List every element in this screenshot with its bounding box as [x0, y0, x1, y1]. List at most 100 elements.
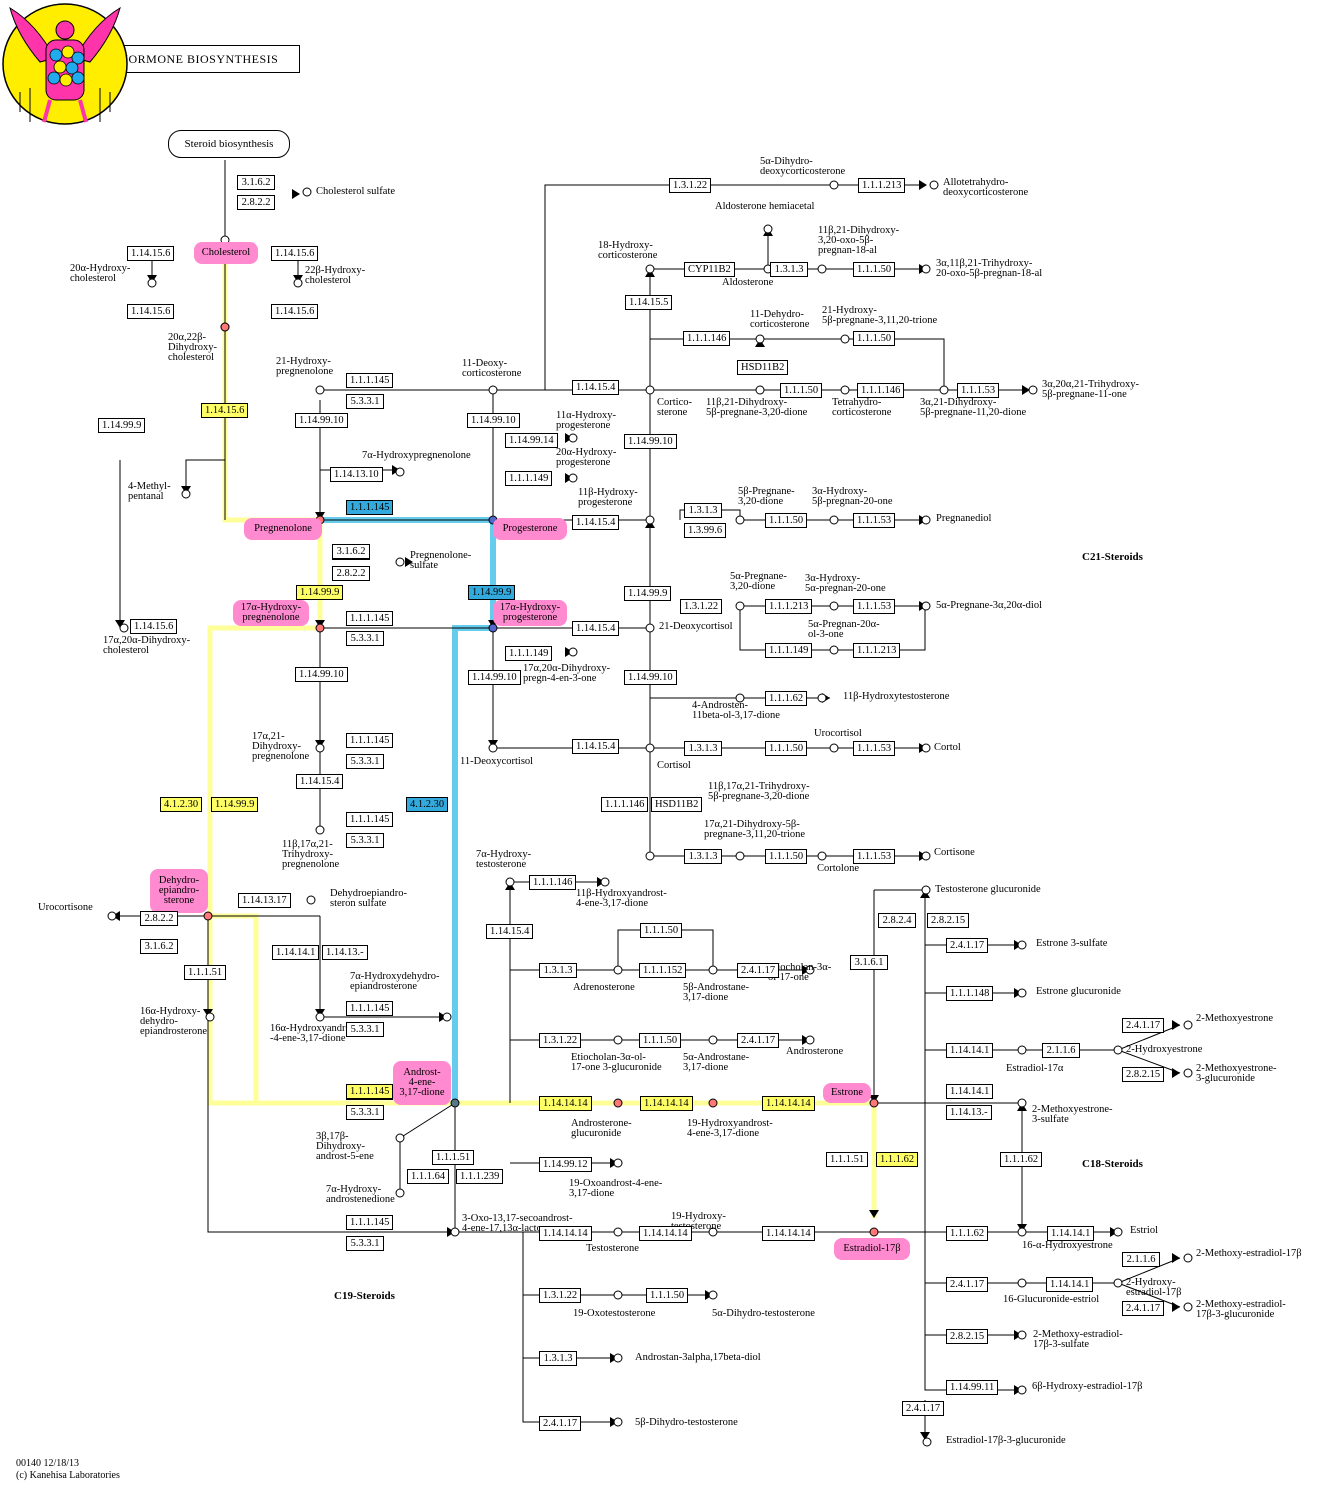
compound-node[interactable]	[921, 851, 931, 861]
compound-16-hydroxy-dehydro-epiandrosterone[interactable]: 16α-Hydroxy- dehydro- epiandrosterone	[140, 1006, 208, 1037]
enzyme-cyp11b2[interactable]: CYP11B2	[684, 262, 735, 277]
enzyme-5-3-3-1[interactable]: 5.3.3.1	[346, 833, 384, 848]
enzyme-3-1-6-1[interactable]: 3.1.6.1	[850, 955, 888, 970]
compound-androstan-3alpha-17beta-diol[interactable]: Androstan-3alpha,17beta-diol	[635, 1352, 761, 1363]
compound-hl-estradiol-17[interactable]: Estradiol-17β	[834, 1238, 910, 1260]
enzyme-1-14-99-9[interactable]: 1.14.99.9	[98, 418, 146, 433]
compound-node[interactable]	[829, 645, 839, 655]
compound-11-hydroxy-progesterone[interactable]: 11β-Hydroxy- progesterone	[578, 487, 638, 508]
enzyme-1-1-1-51[interactable]: 1.1.1.51	[826, 1152, 869, 1167]
enzyme-1-14-15-4[interactable]: 1.14.15.4	[486, 924, 534, 939]
compound-node[interactable]	[1183, 1253, 1193, 1263]
compound-cortisone[interactable]: Cortisone	[934, 847, 975, 858]
enzyme-1-1-1-145[interactable]: 1.1.1.145	[346, 733, 394, 748]
enzyme-1-14-99-10[interactable]: 1.14.99.10	[467, 413, 520, 428]
compound-node[interactable]	[708, 1227, 718, 1237]
enzyme-1-1-1-145[interactable]: 1.1.1.145	[346, 1001, 394, 1016]
enzyme-1-14-14-14[interactable]: 1.14.14.14	[539, 1226, 592, 1241]
compound-cholesterol-sulfate[interactable]: Cholesterol sulfate	[316, 186, 396, 197]
compound-18-hydroxy-corticosterone[interactable]: 18-Hydroxy- corticosterone	[598, 240, 658, 261]
enzyme-1-1-1-149[interactable]: 1.1.1.149	[505, 471, 553, 486]
enzyme-1-14-15-4[interactable]: 1.14.15.4	[296, 774, 344, 789]
enzyme-1-1-1-51[interactable]: 1.1.1.51	[432, 1150, 475, 1165]
compound-node[interactable]	[829, 515, 839, 525]
compound-node[interactable]	[1028, 385, 1038, 395]
compound-node[interactable]	[755, 334, 765, 344]
compound-5-dihydro-testosterone[interactable]: 5β-Dihydro-testosterone	[635, 1417, 738, 1428]
enzyme-2-4-1-17[interactable]: 2.4.1.17	[902, 1401, 945, 1416]
compound-6-hydroxy-estradiol-17[interactable]: 6β-Hydroxy-estradiol-17β	[1032, 1381, 1143, 1392]
compound-node[interactable]	[735, 601, 745, 611]
compound-3-hydroxy-5-pregnan-20-one[interactable]: 3α-Hydroxy- 5β-pregnan-20-one	[812, 486, 893, 507]
compound-20-22-dihydroxy-cholesterol[interactable]: 20α,22β- Dihydroxy- cholesterol	[168, 332, 217, 363]
enzyme-4-1-2-30[interactable]: 4.1.2.30	[160, 797, 203, 812]
enzyme-1-14-15-4[interactable]: 1.14.15.4	[572, 380, 620, 395]
compound-11-hydroxy-progesterone[interactable]: 11α-Hydroxy- progesterone	[556, 410, 616, 431]
compound-node[interactable]	[395, 1188, 405, 1198]
enzyme-1-1-1-53[interactable]: 1.1.1.53	[853, 849, 896, 864]
enzyme-5-3-3-1[interactable]: 5.3.3.1	[346, 1105, 384, 1120]
map-link-steroid-biosynthesis[interactable]: Steroid biosynthesis	[168, 130, 290, 158]
enzyme-hsd11b2[interactable]: HSD11B2	[651, 797, 703, 812]
compound-testosterone[interactable]: Testosterone	[586, 1243, 639, 1254]
compound-node[interactable]	[568, 433, 578, 443]
compound-node[interactable]	[829, 743, 839, 753]
compound-node[interactable]	[817, 693, 827, 703]
compound-cortol[interactable]: Cortol	[934, 742, 961, 753]
compound-5-androstane-3-17-dione[interactable]: 5α-Androstane- 3,17-dione	[683, 1052, 750, 1073]
compound-hl-cholesterol[interactable]: Cholesterol	[194, 242, 258, 264]
compound-node[interactable]	[1017, 1330, 1027, 1340]
enzyme-1-1-1-51[interactable]: 1.1.1.51	[184, 965, 227, 980]
compound-estrone-3-sulfate[interactable]: Estrone 3-sulfate	[1036, 938, 1108, 949]
enzyme-2-8-2-15[interactable]: 2.8.2.15	[946, 1329, 989, 1344]
compound-node[interactable]	[147, 278, 157, 288]
compound-11-dehydro-corticosterone[interactable]: 11-Dehydro- corticosterone	[750, 309, 810, 330]
compound-3-21-dihydroxy-5-pregnane-11-20-dione[interactable]: 3α,21-Dihydroxy- 5β-pregnane-11,20-dione	[920, 397, 1027, 418]
compound-2-methoxyestrone[interactable]: 2-Methoxyestrone	[1196, 1013, 1273, 1024]
compound-node[interactable]	[1017, 1278, 1027, 1288]
enzyme-2-4-1-17[interactable]: 2.4.1.17	[1122, 1018, 1165, 1033]
compound-node[interactable]	[613, 1035, 623, 1045]
compound-node[interactable]	[613, 1417, 623, 1427]
compound-adrenosterone[interactable]: Adrenosterone	[573, 982, 635, 993]
compound-node[interactable]	[645, 515, 655, 525]
compound-node[interactable]	[1017, 1227, 1027, 1237]
enzyme-1-1-1-50[interactable]: 1.1.1.50	[780, 383, 823, 398]
compound-node[interactable]	[1017, 1045, 1027, 1055]
compound-19-hydroxy-testosterone[interactable]: 19-Hydroxy- testosterone	[671, 1211, 726, 1232]
compound-node[interactable]	[293, 278, 303, 288]
enzyme-1-14-14-1[interactable]: 1.14.14.1	[1047, 1226, 1095, 1241]
compound-node[interactable]	[220, 322, 230, 332]
compound-3-20-21-trihydroxy-5-pregnane-11-one[interactable]: 3α,20α,21-Trihydroxy- 5β-pregnane-11-one	[1042, 379, 1139, 400]
compound-etiocholan-3-ol-17-one[interactable]: Etiocholan-3α- ol-17-one	[768, 962, 832, 983]
compound-node[interactable]	[1183, 1020, 1193, 1030]
compound-16-hydroxyandrost-4-ene-3-17-dione[interactable]: 16α-Hydroxyandrost -4-ene-3,17-dione	[270, 1023, 358, 1044]
compound-node[interactable]	[805, 965, 815, 975]
compound-node[interactable]	[613, 1290, 623, 1300]
compound-20-hydroxy-cholesterol[interactable]: 20α-Hydroxy- cholesterol	[70, 263, 131, 284]
compound-node[interactable]	[488, 623, 498, 633]
compound-urocortisone[interactable]: Urocortisone	[38, 902, 93, 913]
compound-node[interactable]	[568, 647, 578, 657]
compound-7-hydroxy-androstenedione[interactable]: 7α-Hydroxy- androstenedione	[326, 1184, 395, 1205]
compound-21-hydroxy-pregnenolone[interactable]: 21-Hydroxy- pregnenolone	[276, 356, 334, 377]
enzyme-5-3-3-1[interactable]: 5.3.3.1	[346, 754, 384, 769]
compound-5-pregnane-3-20-dione[interactable]: 5α-Pregnane- 3,20-dione	[730, 571, 787, 592]
enzyme-1-1-1-239[interactable]: 1.1.1.239	[456, 1169, 504, 1184]
enzyme-1-3-99-6[interactable]: 1.3.99.6	[684, 523, 727, 538]
compound-estriol[interactable]: Estriol	[1130, 1225, 1158, 1236]
enzyme-1-1-1-50[interactable]: 1.1.1.50	[853, 262, 896, 277]
compound-node[interactable]	[869, 1098, 879, 1108]
enzyme-1-1-1-145[interactable]: 1.1.1.145	[346, 812, 394, 827]
enzyme-1-1-1-146[interactable]: 1.1.1.146	[857, 383, 905, 398]
enzyme-2-4-1-17[interactable]: 2.4.1.17	[737, 963, 780, 978]
compound-node[interactable]	[1113, 1045, 1123, 1055]
compound-estradiol-17[interactable]: Estradiol-17α	[1006, 1063, 1064, 1074]
enzyme-2-8-2-2[interactable]: 2.8.2.2	[237, 195, 275, 210]
enzyme-3-1-6-2[interactable]: 3.1.6.2	[140, 939, 178, 954]
compound-node[interactable]	[1113, 1227, 1123, 1237]
compound-node[interactable]	[645, 743, 655, 753]
compound-node[interactable]	[929, 180, 939, 190]
enzyme-1-1-1-145[interactable]: 1.1.1.145	[346, 500, 394, 515]
compound-2-hydroxy-estradiol-17[interactable]: 2-Hydroxy- estradiol-17β	[1126, 1277, 1182, 1298]
